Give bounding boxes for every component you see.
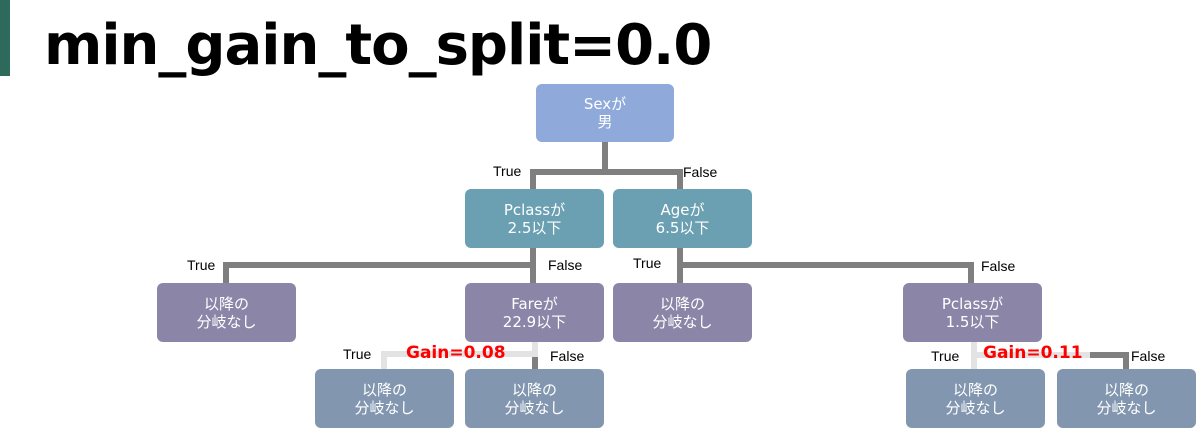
- node-line2: 22.9以下: [502, 312, 567, 331]
- edge-label-true: True: [931, 348, 960, 364]
- node-line1: Fareが: [511, 294, 558, 313]
- node-leaf-no-split: 以降の 分岐なし: [315, 369, 454, 428]
- node-line1: Sexが: [583, 95, 627, 113]
- page-title: min_gain_to_split=0.0: [44, 13, 712, 78]
- node-leaf-no-split: 以降の 分岐なし: [157, 283, 296, 342]
- edge-label-false: False: [1131, 348, 1166, 364]
- node-leaf-no-split: 以降の 分岐なし: [1057, 369, 1196, 428]
- node-line1: 以降の: [361, 380, 407, 399]
- node-line2: 分岐なし: [1096, 398, 1157, 417]
- connector-fare-true: [381, 340, 538, 369]
- title-accent-bar: [0, 0, 10, 76]
- edge-label-false: False: [550, 348, 585, 364]
- connector-age-false: [680, 262, 974, 283]
- node-line2: 6.5以下: [655, 218, 710, 237]
- node-line1: Ageが: [660, 200, 705, 219]
- node-line1: Pclassが: [941, 294, 1004, 313]
- node-line2: 分岐なし: [504, 398, 565, 417]
- node-line2: 1.5以下: [945, 312, 1000, 331]
- edge-label-false: False: [548, 257, 583, 273]
- node-sex-male: Sexが 男: [536, 84, 674, 142]
- node-line2: 2.5以下: [507, 218, 562, 237]
- node-fare-22-9: Fareが 22.9以下: [465, 283, 604, 342]
- node-line2: 分岐なし: [945, 398, 1006, 417]
- node-line1: 以降の: [511, 380, 557, 399]
- edge-label-true: True: [633, 255, 662, 271]
- node-leaf-no-split: 以降の 分岐なし: [613, 283, 752, 342]
- node-leaf-no-split: 以降の 分岐なし: [465, 369, 604, 428]
- gain-annotation-fare: Gain=0.08: [406, 343, 506, 363]
- connector-pclass25-true: [223, 248, 536, 283]
- edge-label-false: False: [981, 258, 1016, 274]
- node-line1: 以降の: [952, 380, 998, 399]
- node-line2: 分岐なし: [196, 312, 257, 331]
- connector-root-false: [605, 169, 683, 189]
- node-line1: Pclassが: [503, 200, 566, 219]
- node-age-6-5: Ageが 6.5以下: [613, 189, 752, 248]
- edge-label-true: True: [187, 257, 216, 273]
- node-pclass-2-5: Pclassが 2.5以下: [465, 189, 604, 248]
- node-leaf-no-split: 以降の 分岐なし: [906, 369, 1045, 428]
- gain-annotation-pclass: Gain=0.11: [983, 343, 1083, 363]
- edge-label-true: True: [343, 346, 372, 362]
- node-line2: 分岐なし: [652, 312, 713, 331]
- node-line1: 以降の: [1103, 380, 1149, 399]
- connector-pclass15-false: [1090, 352, 1129, 369]
- node-line2: 分岐なし: [354, 398, 415, 417]
- node-line2: 男: [597, 113, 613, 131]
- node-line1: 以降の: [659, 294, 705, 313]
- node-line1: 以降の: [203, 294, 249, 313]
- edge-label-false: False: [683, 164, 718, 180]
- edge-label-true: True: [493, 163, 522, 179]
- connector-root-true: [530, 142, 608, 189]
- node-pclass-1-5: Pclassが 1.5以下: [903, 283, 1042, 342]
